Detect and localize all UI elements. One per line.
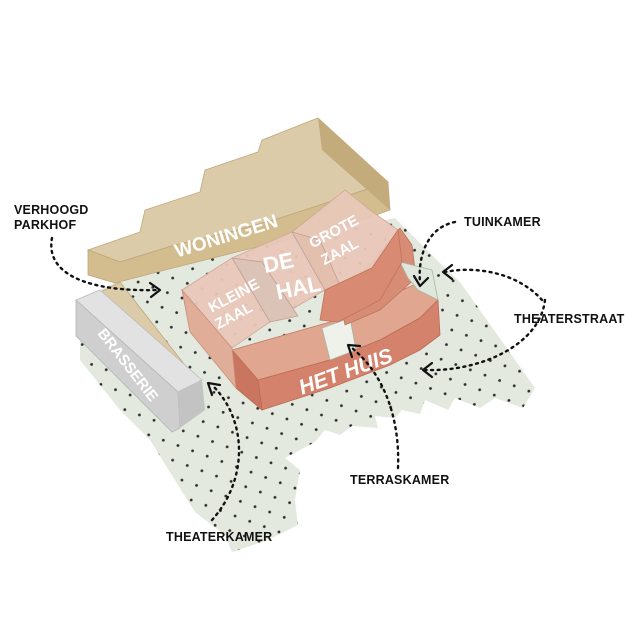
label-hal-1: DE [261,247,296,278]
arrow-theaterstraat-upper [443,268,544,302]
arrowhead-tuinkamer [412,274,430,288]
callout-labels: VERHOOGD PARKHOF TUINKAMER THEATERSTRAAT… [14,203,625,544]
de-hal-wall-left [231,257,299,323]
arrow-terraskamer [350,346,400,470]
callout-arrows [50,220,547,522]
arrow-theaterkamer [210,383,241,522]
arrowhead-theaterstraat-upper [441,263,454,281]
kleine-zaal-front [181,288,237,390]
callout-verhoogd-1: VERHOOGD [14,203,89,217]
woningen-end [318,118,390,210]
callout-terraskamer: TERRASKAMER [350,473,449,487]
arrow-verhoogd [50,236,160,292]
arrow-tuinkamer [418,220,457,284]
terraskamer-cutout [321,317,357,361]
callout-theaterstraat: THEATERSTRAAT [514,312,625,326]
tuinkamer-cutout [399,261,439,301]
brasserie-block: BRASSERIE [75,289,205,433]
brasserie-side [75,299,181,433]
callout-verhoogd-2: PARKHOF [14,218,76,232]
brasserie-end [178,380,205,428]
theatre-halls: KLEINE ZAAL DE HAL GROTE ZAAL [181,189,439,390]
arrowhead-theaterstraat-lower [421,361,434,379]
callout-theaterkamer: THEATERKAMER [166,530,272,544]
arrowhead-verhoogd [148,281,162,299]
arrow-theaterstraat-lower [423,298,547,372]
callout-tuinkamer: TUINKAMER [464,215,541,229]
het-huis-front [257,299,441,411]
arrowhead-terraskamer [346,343,362,359]
arrowhead-theaterkamer [206,381,222,397]
grote-zaal-front [319,228,403,323]
